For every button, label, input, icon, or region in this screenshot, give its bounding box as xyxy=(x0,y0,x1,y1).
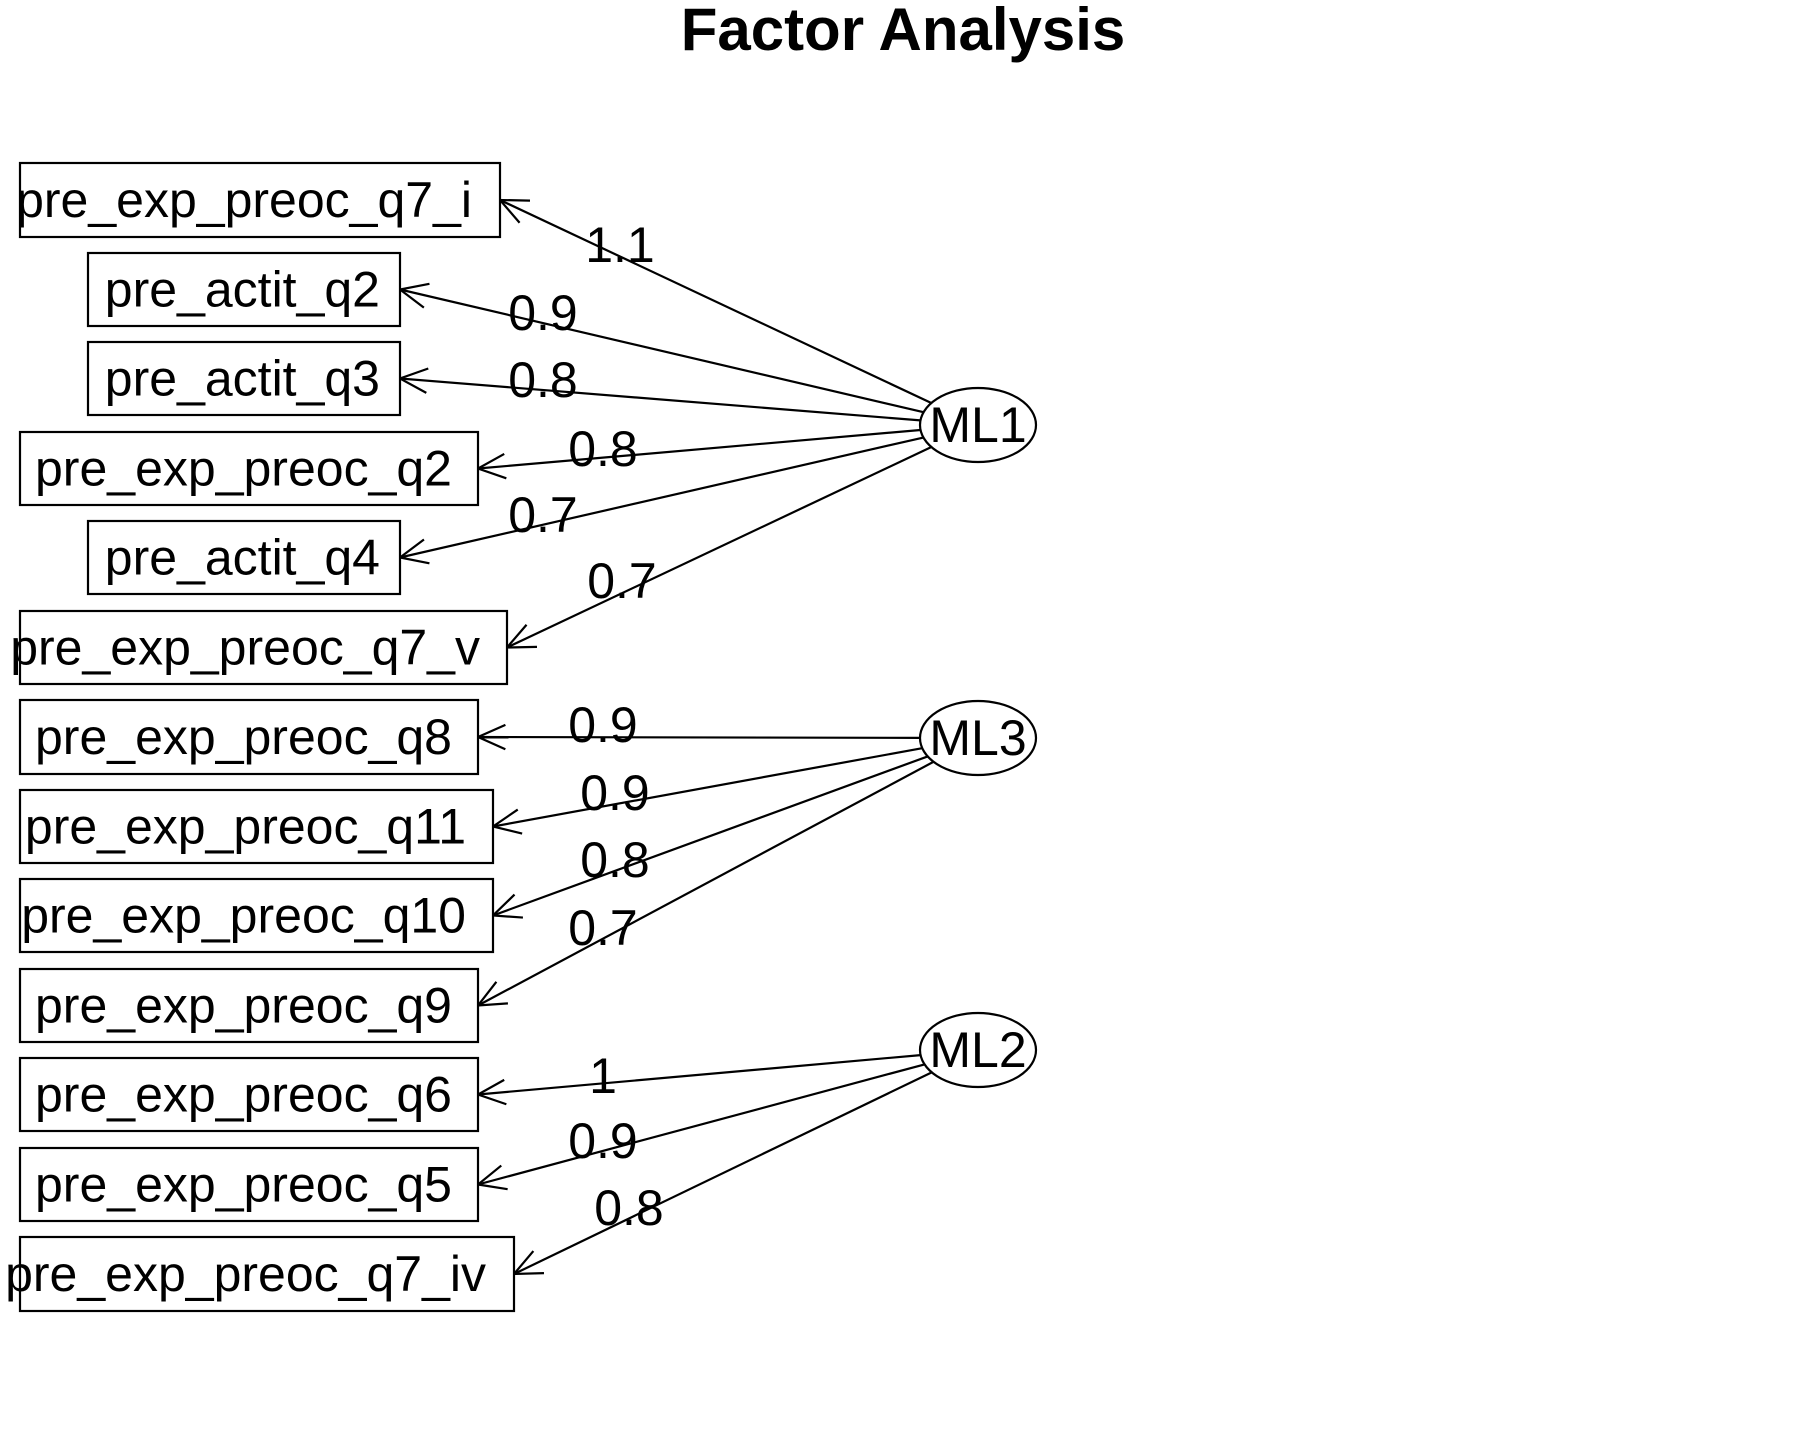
variable-label: pre_actit_q4 xyxy=(105,530,380,586)
variable-box xyxy=(18,1235,516,1313)
variable-box xyxy=(18,877,495,954)
variable-box xyxy=(86,251,402,328)
loading-value: 0.7 xyxy=(508,487,578,543)
variable-box xyxy=(18,1056,480,1133)
variable-label: pre_exp_preoc_q9 xyxy=(35,978,452,1034)
loading-value: 0.9 xyxy=(508,285,578,341)
variable-box xyxy=(18,788,495,865)
loading-value: 1 xyxy=(589,1048,617,1104)
variable-box xyxy=(86,519,402,596)
factor-node-ML3: ML3 xyxy=(918,699,1038,777)
loading-value: 0.9 xyxy=(568,697,638,753)
variable-label: pre_exp_preoc_q7_i xyxy=(16,172,472,228)
factor-label: ML3 xyxy=(929,710,1026,766)
variable-label: pre_exp_preoc_q10 xyxy=(21,888,466,944)
loading-value: 0.8 xyxy=(568,421,638,477)
variable-node-pre_actit_q2: pre_actit_q2 xyxy=(86,251,402,328)
loading-edge-ML3-v10: 0.7 xyxy=(475,760,935,1007)
loading-value: 0.9 xyxy=(568,1113,638,1169)
loading-value: 0.8 xyxy=(594,1180,664,1236)
edge-line xyxy=(492,747,923,828)
loading-edge-ML3-v8: 0.9 xyxy=(490,747,923,835)
loading-edge-ML1-v1: 1.1 xyxy=(497,198,932,405)
variable-box xyxy=(18,698,480,776)
variable-node-pre_exp_preoc_q2: pre_exp_preoc_q2 xyxy=(18,430,480,507)
loading-edge-ML2-v12: 0.9 xyxy=(475,1063,925,1191)
loading-value: 0.8 xyxy=(580,832,650,888)
variable-label: pre_actit_q2 xyxy=(105,262,380,318)
factor-node-ML2: ML2 xyxy=(918,1011,1038,1089)
loading-edge-ML3-v7: 0.9 xyxy=(475,697,921,753)
variable-node-pre_exp_preoc_q7_v: pre_exp_preoc_q7_v xyxy=(10,609,509,686)
loading-edge-ML1-v4: 0.8 xyxy=(475,421,921,480)
variable-node-pre_actit_q4: pre_actit_q4 xyxy=(86,519,402,596)
variable-node-pre_exp_preoc_q10: pre_exp_preoc_q10 xyxy=(18,877,495,954)
edge-line xyxy=(399,288,924,414)
loading-edge-ML2-v11: 1 xyxy=(475,1048,921,1106)
loading-edge-ML3-v9: 0.8 xyxy=(490,755,929,919)
variable-box xyxy=(18,967,480,1044)
edge-line xyxy=(513,1071,933,1275)
loading-edges: 1.10.90.80.80.70.70.90.90.80.710.90.8 xyxy=(397,198,935,1276)
variable-node-pre_actit_q3: pre_actit_q3 xyxy=(86,340,402,417)
edge-line xyxy=(506,446,932,649)
factor-node-ML1: ML1 xyxy=(918,386,1038,464)
variable-box xyxy=(18,430,480,507)
edge-line xyxy=(399,377,921,422)
variable-box xyxy=(18,1146,480,1223)
loading-edge-ML2-v13: 0.8 xyxy=(511,1071,933,1276)
variable-node-pre_exp_preoc_q7_i: pre_exp_preoc_q7_i xyxy=(16,161,502,239)
loading-value: 0.7 xyxy=(587,553,657,609)
variable-label: pre_exp_preoc_q6 xyxy=(35,1067,452,1123)
edge-line xyxy=(399,436,924,559)
edge-line xyxy=(499,199,932,405)
edge-line xyxy=(477,428,921,470)
loading-value: 1.1 xyxy=(585,217,655,273)
loading-value: 0.8 xyxy=(508,352,578,408)
factor-label: ML1 xyxy=(929,397,1026,453)
edge-line xyxy=(477,1063,925,1186)
variable-label: pre_exp_preoc_q7_iv xyxy=(5,1246,486,1302)
factor-ellipse xyxy=(918,1011,1038,1089)
factor-label: ML2 xyxy=(929,1022,1026,1078)
variable-node-pre_exp_preoc_q11: pre_exp_preoc_q11 xyxy=(18,788,495,865)
variable-box xyxy=(18,161,502,239)
factor-ellipse xyxy=(918,699,1038,777)
edge-line xyxy=(492,755,929,917)
diagram-title: Factor Analysis xyxy=(681,0,1126,63)
variable-box xyxy=(18,609,509,686)
edge-line xyxy=(477,1054,921,1096)
loading-edge-ML1-v6: 0.7 xyxy=(504,446,932,649)
variable-label: pre_exp_preoc_q11 xyxy=(25,799,466,855)
variable-label: pre_exp_preoc_q2 xyxy=(35,441,452,497)
loading-edge-ML1-v2: 0.9 xyxy=(397,282,924,414)
variable-node-pre_exp_preoc_q5: pre_exp_preoc_q5 xyxy=(18,1146,480,1223)
variable-label: pre_exp_preoc_q7_v xyxy=(10,620,480,676)
edge-line xyxy=(477,735,921,739)
loading-value: 0.7 xyxy=(568,900,638,956)
variable-label: pre_exp_preoc_q8 xyxy=(35,709,452,765)
variable-box xyxy=(86,340,402,417)
variable-node-pre_exp_preoc_q7_iv: pre_exp_preoc_q7_iv xyxy=(5,1235,516,1313)
variable-label: pre_exp_preoc_q5 xyxy=(35,1157,452,1213)
observed-variables: pre_exp_preoc_q7_i pre_actit_q2 pre_actit_… xyxy=(5,161,516,1313)
loading-edge-ML1-v3: 0.8 xyxy=(397,352,921,422)
factor-ellipse xyxy=(918,386,1038,464)
edge-line xyxy=(477,760,935,1007)
variable-node-pre_exp_preoc_q6: pre_exp_preoc_q6 xyxy=(18,1056,480,1133)
variable-node-pre_exp_preoc_q9: pre_exp_preoc_q9 xyxy=(18,967,480,1044)
loading-value: 0.9 xyxy=(580,765,650,821)
variable-node-pre_exp_preoc_q8: pre_exp_preoc_q8 xyxy=(18,698,480,776)
variable-label: pre_actit_q3 xyxy=(105,351,380,407)
